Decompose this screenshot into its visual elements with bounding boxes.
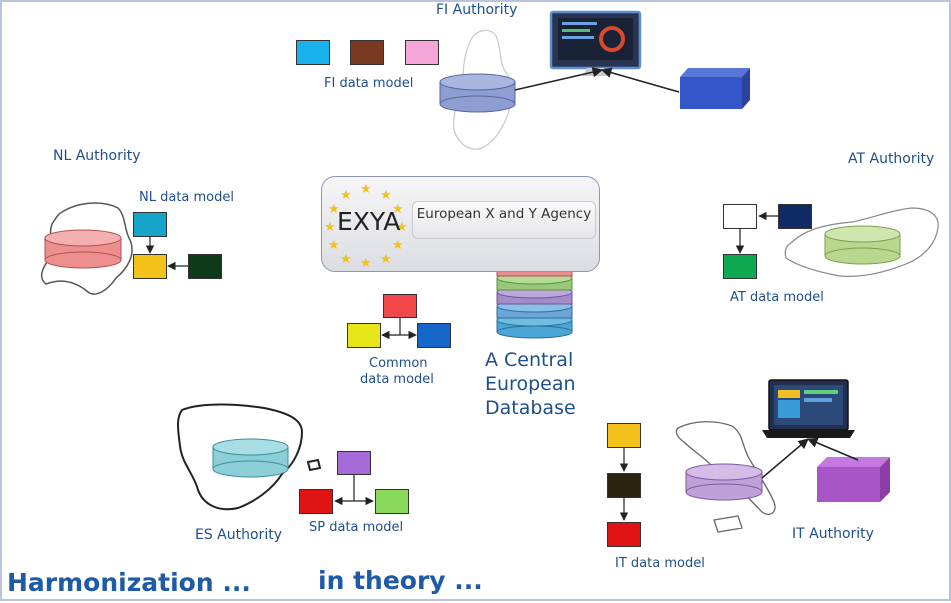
fi-authority-label: FI Authority [436,2,518,18]
svg-text:★: ★ [396,220,408,235]
at-model-box-navy [778,204,812,229]
svg-text:★: ★ [380,252,392,267]
spain-map-outline [177,403,322,511]
central-db-caption: A Central European Database [485,348,576,420]
fi-server-to-monitor-arrow [600,67,680,93]
austria-map-outline [784,207,939,277]
svg-text:★: ★ [340,252,352,267]
at-model-box-white [723,204,757,229]
sp-model-box-green [375,489,409,514]
svg-text:★: ★ [360,182,372,197]
svg-text:★: ★ [392,202,404,217]
nl-model-box-teal [133,212,167,237]
it-model-box-red [607,522,641,547]
eu-stars-icon: ★ ★ ★ ★ ★ ★ ★ ★ ★ ★ ★ ★ [324,182,408,269]
common-model-label-2: data model [360,372,434,387]
footer-right-title: in theory ... [318,566,483,595]
nl-authority-label: NL Authority [53,148,141,164]
common-model-box-red [383,294,417,318]
fi-monitor-icon [549,10,642,76]
svg-text:★: ★ [328,202,340,217]
italy-map-outline [675,421,776,533]
it-server-to-laptop-arrow [807,437,859,461]
central-db-line-2: European [485,373,576,395]
sp-model-label: SP data model [309,520,404,535]
fi-model-box-cyan [296,40,330,65]
footer-left-title: Harmonization ... [7,568,251,597]
at-model-label: AT data model [730,290,824,305]
nl-model-box-yellow [133,254,167,279]
fi-server-box-icon [680,68,750,109]
common-model-label-1: Common [369,356,428,371]
fi-db-to-monitor-arrow [514,67,604,91]
svg-text:★: ★ [380,188,392,203]
fi-model-box-pink [405,40,439,65]
it-authority-label: IT Authority [792,526,874,542]
central-db-line-3: Database [485,397,576,419]
it-laptop-icon [762,379,855,438]
nl-database-icon [44,229,122,269]
at-database-icon [824,225,901,265]
common-model-box-yellow [347,323,381,348]
svg-text:★: ★ [392,238,404,253]
svg-text:★: ★ [340,188,352,203]
nl-model-box-darkgreen [188,254,222,279]
agency-panel: ★ ★ ★ ★ ★ ★ ★ ★ ★ ★ ★ ★ EXYA European X … [321,176,600,272]
at-model-box-green [723,254,757,279]
fi-database-icon [439,73,516,113]
sp-model-box-red [299,489,333,514]
it-db-to-laptop-arrow [761,438,809,479]
agency-logo-text: EXYA [337,207,401,236]
svg-text:★: ★ [324,220,336,235]
it-server-box-icon [817,457,890,502]
fi-model-box-brown [350,40,384,65]
central-db-line-1: A Central [485,349,574,371]
it-model-label: IT data model [615,556,705,571]
svg-text:★: ★ [328,238,340,253]
fi-model-label: FI data model [324,76,414,91]
agency-name: European X and Y Agency [412,201,596,239]
es-authority-label: ES Authority [195,527,282,543]
netherlands-map-outline [40,202,133,295]
nl-model-label: NL data model [139,190,234,205]
it-model-box-yellow [607,423,641,448]
it-model-box-dark [607,473,641,498]
common-model-box-blue [417,323,451,348]
it-database-icon [685,463,763,501]
es-database-icon [212,438,289,478]
svg-text:★: ★ [360,256,372,269]
at-authority-label: AT Authority [848,151,935,167]
sp-model-box-purple [337,451,371,475]
